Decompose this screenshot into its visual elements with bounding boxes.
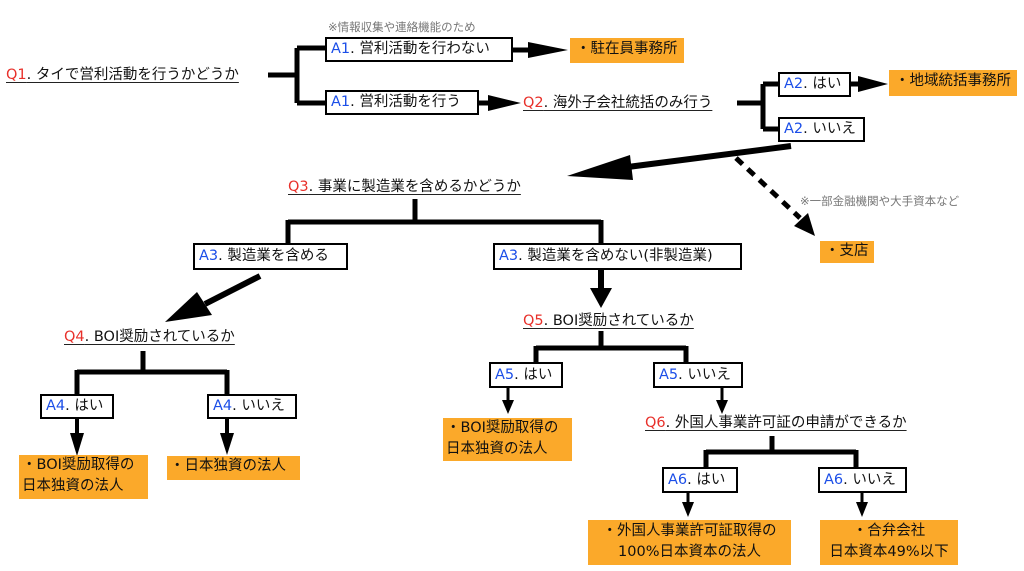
answer-number: A4 — [213, 398, 233, 414]
question-number: Q4 — [64, 329, 85, 345]
answer-text: . いいえ — [843, 471, 896, 488]
q1-branch-connector — [268, 45, 327, 106]
answer-a6-no: A6. いいえ — [818, 467, 907, 493]
answer-text: . いいえ — [678, 366, 731, 383]
a2-no-arrow — [619, 143, 792, 171]
rep-office-note: ※情報収集や連絡機能のため — [328, 20, 476, 34]
branch-dashed-arrowhead — [794, 213, 815, 236]
answer-a2-yes: A2. はい — [778, 72, 851, 97]
a3-yes-arrow — [203, 273, 262, 307]
q6-branch-connector — [703, 436, 859, 468]
a6-no-arrowhead — [856, 502, 868, 517]
answer-number: A3 — [199, 248, 219, 264]
a2-no-arrowhead — [567, 155, 633, 180]
question-number: Q5 — [523, 313, 544, 329]
result-line: ・駐在員事務所 — [576, 41, 678, 57]
result-branch: ・支店 — [820, 241, 874, 263]
a5-no-arrowhead — [716, 400, 728, 414]
answer-text: . いいえ — [232, 398, 285, 414]
answer-text: . いいえ — [803, 121, 856, 137]
result-line: ・BOI奨励取得の — [22, 457, 135, 473]
answer-a4-no: A4. いいえ — [207, 394, 297, 419]
answer-a4-yes: A4. はい — [40, 394, 114, 419]
answer-number: A1 — [331, 94, 351, 110]
answer-number: A5 — [495, 366, 515, 383]
q4-branch-connector — [74, 351, 230, 395]
answer-a3-yes: A3. 製造業を含める — [193, 243, 348, 270]
question-q3: Q3. 事業に製造業を含めるかどうか — [288, 178, 521, 196]
answer-text: . はい — [687, 471, 726, 488]
result-a4-no: ・日本独資の法人 — [167, 456, 300, 480]
question-text: . BOI奨励されているか — [84, 329, 235, 345]
question-text: . 外国人事業許可証の申請ができるか — [665, 415, 907, 431]
answer-number: A2 — [784, 121, 804, 137]
answer-text: . はい — [803, 76, 842, 92]
a5-yes-arrowhead — [502, 400, 514, 414]
answer-a5-yes: A5. はい — [489, 362, 563, 388]
answer-text: . はい — [65, 398, 104, 414]
q3-branch-connector — [285, 199, 604, 244]
a1-no-arrowhead — [528, 42, 568, 58]
a4-no-arrowhead — [220, 433, 234, 455]
a2-yes-arrowhead — [858, 76, 888, 92]
result-a4-yes: ・BOI奨励取得の 日本独資の法人 — [19, 455, 148, 499]
a4-yes-arrowhead — [70, 433, 84, 456]
answer-number: A6 — [824, 471, 844, 488]
branch-note: ※一部金融機関や大手資本など — [800, 194, 960, 208]
result-a6-yes: ・外国人事業許可証取得の 100%日本資本の法人 — [588, 520, 791, 565]
answer-number: A4 — [46, 398, 66, 414]
a1-yes-arrowhead — [488, 95, 521, 111]
branch-dashed-arrow — [734, 156, 802, 220]
result-regional-hq: ・地域統括事務所 — [889, 70, 1017, 96]
a3-no-arrowhead — [590, 288, 612, 308]
question-q5: Q5. BOI奨励されているか — [523, 312, 694, 330]
a3-yes-arrowhead — [165, 292, 212, 322]
question-number: Q1 — [6, 67, 27, 83]
result-line: ・支店 — [825, 243, 869, 259]
answer-number: A1 — [331, 41, 351, 57]
answer-a1-yes: A1. 営利活動を行う — [325, 90, 479, 115]
answer-number: A6 — [668, 471, 688, 488]
question-number: Q6 — [645, 415, 666, 431]
answer-a5-no: A5. いいえ — [653, 362, 743, 388]
answer-a3-no: A3. 製造業を含めない(非製造業) — [493, 243, 742, 270]
answer-text: . 製造業を含める — [218, 248, 329, 264]
answer-number: A5 — [659, 366, 679, 383]
answer-text: . 営利活動を行わない — [350, 41, 490, 57]
answer-a1-no: A1. 営利活動を行わない — [325, 37, 513, 62]
answer-text: . はい — [514, 366, 553, 383]
result-line: 日本独資の法人 — [22, 478, 124, 494]
result-rep-office: ・駐在員事務所 — [570, 38, 684, 63]
result-line: ・地域統括事務所 — [895, 73, 1011, 89]
question-text: . BOI奨励されているか — [543, 313, 694, 329]
result-line: ・日本独資の法人 — [170, 458, 286, 474]
answer-text: . 製造業を含めない(非製造業) — [518, 248, 713, 264]
question-text: . 事業に製造業を含めるかどうか — [308, 179, 521, 195]
answer-number: A2 — [784, 76, 804, 92]
answer-a6-yes: A6. はい — [662, 467, 738, 493]
question-q1: Q1. タイで営利活動を行うかどうか — [6, 66, 239, 84]
q2-branch-connector — [737, 81, 780, 132]
question-text: . タイで営利活動を行うかどうか — [26, 67, 239, 83]
result-line: 日本独資の法人 — [446, 441, 548, 457]
question-text: . 海外子会社統括のみ行う — [543, 95, 713, 111]
question-number: Q3 — [288, 179, 309, 195]
answer-number: A3 — [499, 248, 519, 264]
question-q2: Q2. 海外子会社統括のみ行う — [523, 94, 712, 112]
result-line: 100%日本資本の法人 — [618, 544, 761, 560]
result-line: ・BOI奨励取得の — [446, 420, 559, 436]
result-line: ・合弁会社 — [852, 523, 926, 539]
answer-text: . 営利活動を行う — [350, 94, 461, 110]
result-line: ・外国人事業許可証取得の — [602, 523, 777, 539]
answer-a2-no: A2. いいえ — [778, 117, 865, 142]
a6-yes-arrowhead — [682, 502, 694, 517]
q5-branch-connector — [533, 331, 689, 363]
result-line: 日本資本49%以下 — [829, 544, 949, 560]
result-a5-yes: ・BOI奨励取得の 日本独資の法人 — [443, 418, 572, 461]
question-q6: Q6. 外国人事業許可証の申請ができるか — [645, 414, 907, 432]
question-number: Q2 — [523, 95, 544, 111]
question-q4: Q4. BOI奨励されているか — [64, 328, 235, 346]
result-a6-no: ・合弁会社 日本資本49%以下 — [820, 520, 958, 565]
